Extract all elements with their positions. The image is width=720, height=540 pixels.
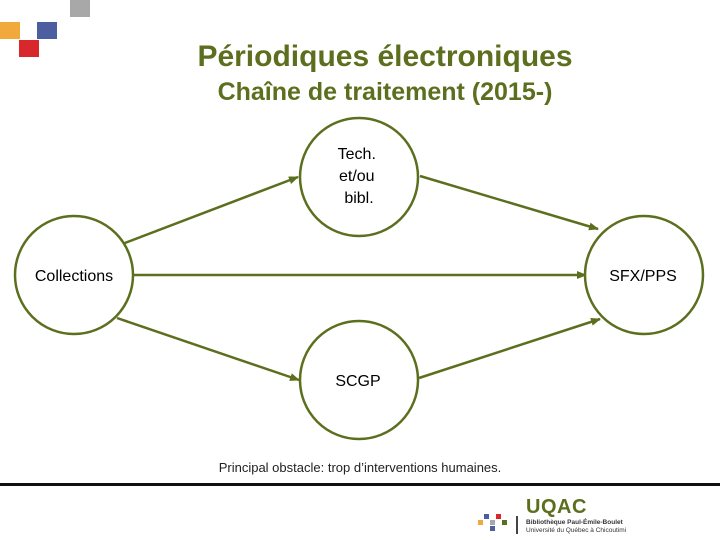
- node-sfx-label: SFX/PPS: [609, 268, 677, 285]
- logo-wordmark: UQAC: [526, 496, 587, 518]
- node-scgp-label: SCGP: [335, 373, 380, 390]
- decorative-square-blue: [37, 22, 57, 39]
- decorative-square-gray: [70, 0, 90, 17]
- node-collections-circle: [13, 214, 135, 336]
- logo-dots-icon: [478, 514, 507, 531]
- edge-tech-to-sfx: [419, 174, 599, 231]
- node-tech-label: Tech. et/ou bibl.: [338, 146, 381, 207]
- decorative-square-orange: [0, 22, 20, 39]
- slide-subtitle: Chaîne de traitement (2015-): [217, 78, 553, 106]
- node-tech-line-2: et/ou: [339, 168, 375, 185]
- slide-title: Périodiques électroniques: [197, 40, 573, 73]
- uqac-logo: UQAC Bibliothèque Paul-Émile-Boulet Univ…: [478, 496, 648, 536]
- logo-separator: [516, 516, 518, 534]
- obstacle-note: Principal obstacle: trop d’interventions…: [218, 460, 502, 475]
- logo-university-name: Université du Québec à Chicoutimi: [526, 527, 627, 534]
- edge-collections-to-scgp: [116, 316, 300, 382]
- footer-divider: [0, 483, 720, 486]
- node-tech-line-1: Tech.: [338, 146, 376, 163]
- node-scgp-circle: [298, 319, 420, 441]
- node-collections-label: Collections: [35, 268, 113, 285]
- node-tech-circle: [298, 116, 420, 238]
- logo-library-name: Bibliothèque Paul-Émile-Boulet: [526, 519, 623, 526]
- node-sfx-circle: [583, 214, 705, 336]
- decorative-square-red: [19, 40, 39, 57]
- edge-collections-to-tech: [116, 175, 299, 248]
- edge-scgp-to-sfx: [418, 317, 601, 380]
- node-tech-line-3: bibl.: [344, 190, 373, 207]
